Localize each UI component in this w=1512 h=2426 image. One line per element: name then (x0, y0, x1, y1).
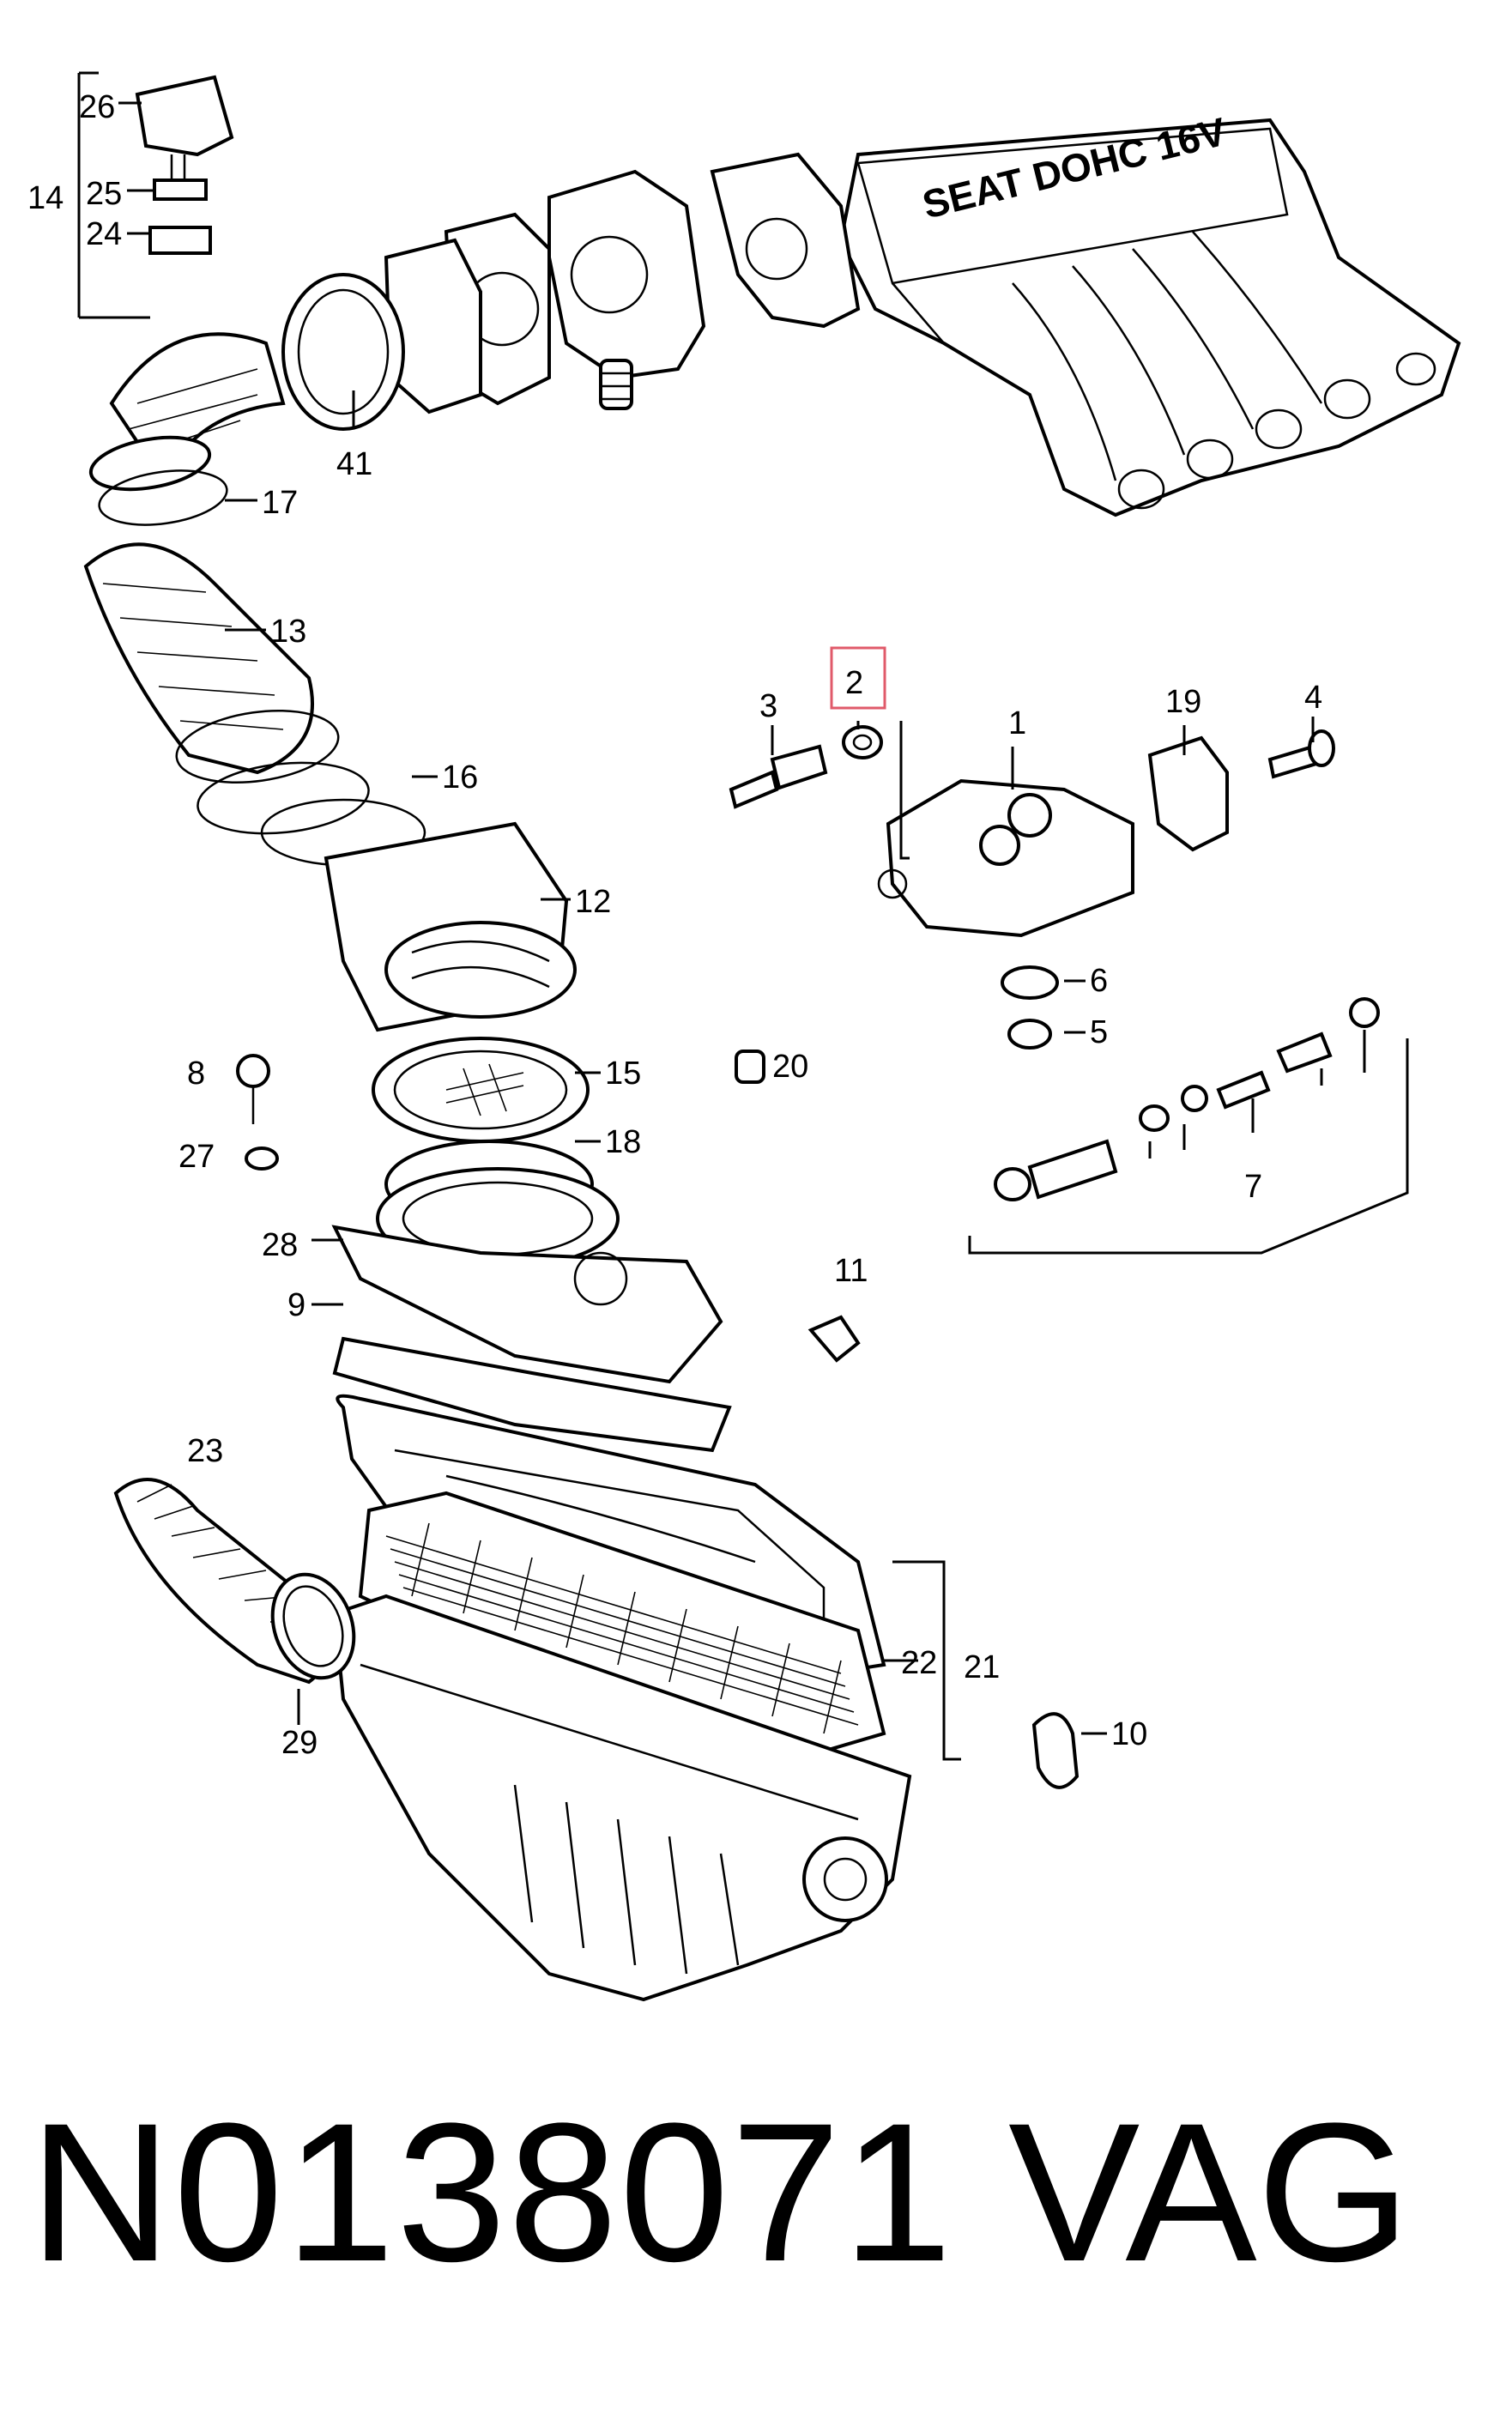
label-11: 11 (834, 1253, 868, 1289)
label-9: 9 (287, 1287, 305, 1323)
brand-name: VAG (1008, 2082, 1411, 2302)
leader-lines (225, 499, 1315, 1761)
label-18: 18 (605, 1124, 641, 1160)
part-number: N0138071 (29, 2082, 954, 2302)
label-17: 17 (262, 485, 298, 521)
label-12: 12 (575, 884, 611, 920)
label-24: 24 (86, 216, 122, 252)
label-20: 20 (772, 1049, 808, 1085)
label-29: 29 (281, 1725, 318, 1761)
label-2: 2 (845, 665, 863, 701)
breather-valve-assembly (77, 71, 234, 319)
label-28: 28 (262, 1227, 298, 1263)
label-22: 22 (901, 1645, 937, 1681)
label-10: 10 (1111, 1716, 1147, 1752)
air-mass-meter (324, 821, 620, 1270)
label-13: 13 (270, 614, 306, 650)
injector-assembly-7 (968, 997, 1409, 1255)
label-26: 26 (79, 89, 115, 125)
throttle-body (384, 169, 706, 414)
label-16: 16 (442, 759, 478, 796)
label-27: 27 (178, 1139, 215, 1175)
label-14: 14 (27, 180, 64, 216)
label-6: 6 (1090, 963, 1108, 999)
intake-manifold: SEAT DOHC 16V (710, 109, 1461, 517)
label-23: 23 (187, 1433, 223, 1469)
hose-clamp-41 (281, 273, 405, 431)
label-41: 41 (336, 446, 372, 482)
label-19: 19 (1165, 684, 1201, 720)
highlight-box (830, 646, 886, 710)
callout-labels: 1 2 3 4 5 6 7 8 9 10 11 12 13 14 15 16 1… (27, 89, 1322, 1761)
label-25: 25 (86, 176, 122, 212)
label-7: 7 (1244, 1169, 1262, 1205)
inlet-hose (113, 1478, 356, 1725)
air-cleaner-lower-housing (332, 1594, 912, 2002)
label-3: 3 (759, 688, 777, 724)
intake-hose (83, 332, 426, 867)
label-15: 15 (605, 1056, 641, 1092)
label-4: 4 (1304, 680, 1322, 716)
washer-part-2 (842, 725, 883, 759)
label-21: 21 (964, 1649, 1000, 1685)
label-5: 5 (1090, 1014, 1108, 1050)
pressure-regulator-parts (236, 721, 1335, 1789)
label-8: 8 (187, 1056, 205, 1092)
air-filter-element (358, 1491, 886, 1779)
label-1: 1 (1008, 705, 1026, 741)
